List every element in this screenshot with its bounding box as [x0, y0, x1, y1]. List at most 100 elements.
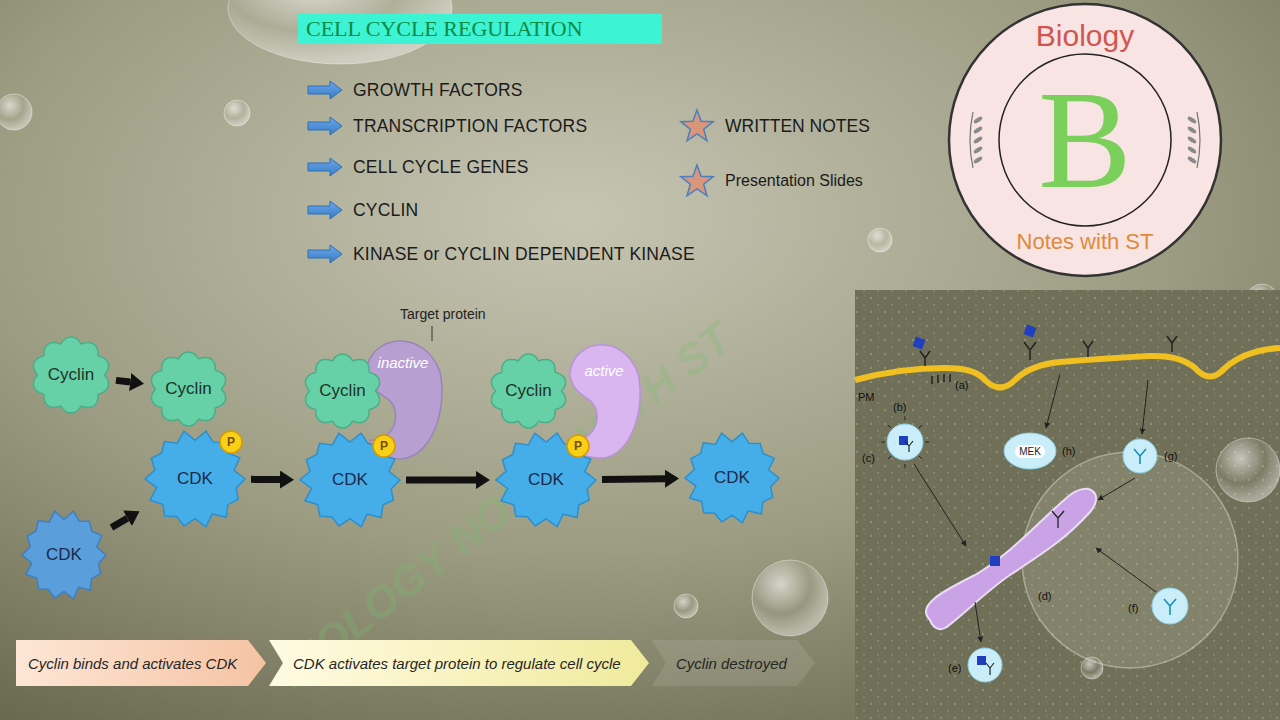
flow-arrow [251, 476, 280, 483]
leaf [1187, 135, 1197, 144]
vesicle-spikes [881, 416, 929, 468]
list-item: CYCLIN [353, 200, 418, 220]
phosphate-dot: P [372, 434, 396, 458]
cell-texture [855, 290, 1280, 720]
bullet-arrow [308, 245, 342, 263]
callout-letter: (h) [1062, 445, 1075, 458]
leaf [1187, 155, 1197, 164]
node-text: MEK [1015, 445, 1045, 458]
vesicle [887, 424, 923, 460]
slide-title: CELL CYCLE REGULATION [298, 14, 662, 44]
leaf [973, 155, 983, 164]
pathway-arrow [975, 602, 981, 642]
vesicle-e [968, 648, 1002, 682]
pathway-arrow [914, 464, 966, 546]
node-text: CDK [714, 468, 750, 488]
bullet-arrow [308, 117, 342, 135]
pathway-arrow [1098, 478, 1135, 500]
node-text: P [574, 439, 582, 453]
laurel-sprig [1187, 112, 1200, 168]
cdk-shape [22, 511, 106, 599]
cdk-blob: CDK [20, 508, 108, 602]
receptor [1134, 449, 1146, 464]
flow-arrow [406, 477, 476, 484]
node-text: Cyclin destroyed [652, 655, 787, 672]
cell-label: PM [858, 391, 875, 404]
cdk-shape [496, 433, 596, 527]
step-chevron: Cyclin destroyed [652, 640, 815, 686]
sprig-stem [970, 112, 973, 168]
cyclin-shape [151, 352, 225, 426]
node-text: Cyclin [48, 365, 94, 385]
bubble [224, 100, 250, 126]
step-chevron: CDK activates target protein to regulate… [269, 640, 649, 686]
bubble [0, 94, 32, 130]
node-text: Cyclin [319, 381, 365, 401]
pathway-arrow [1046, 374, 1060, 428]
leaf [973, 115, 983, 124]
cyclin-shape [491, 354, 565, 428]
callout-letter: (c) [862, 452, 875, 465]
receptor [1024, 342, 1036, 360]
cdk-blob: CDK [683, 430, 781, 526]
receptor [1167, 336, 1177, 352]
logo-text: Notes with ST [947, 229, 1223, 255]
cyclin-shape [33, 337, 108, 413]
node-text: Cyclin [165, 379, 211, 399]
bubble [752, 560, 828, 636]
receptor [1052, 511, 1064, 528]
ligand [990, 556, 1000, 566]
vesicle-shape [1004, 433, 1056, 469]
node-text: P [227, 435, 235, 449]
receptor [1164, 599, 1176, 615]
leaf [1187, 145, 1197, 154]
sprig-stem [1197, 112, 1200, 168]
node-text: CDK [46, 545, 82, 565]
callout-label: Target protein [400, 306, 486, 323]
star-note: Presentation Slides [725, 172, 863, 190]
chevron-shape [652, 640, 815, 686]
cdk-shape [145, 431, 245, 527]
list-item: TRANSCRIPTION FACTORS [353, 116, 587, 136]
bubble [868, 228, 892, 252]
node-text: inactive [378, 354, 429, 371]
vesicle [1123, 439, 1157, 473]
phosphate-circle [373, 435, 395, 457]
bullet-arrow [308, 201, 342, 219]
node-text: Cyclin [505, 381, 551, 401]
list-item: CELL CYCLE GENES [353, 157, 529, 177]
chevron-shape [269, 640, 649, 686]
cdk-blob: PCDK [298, 430, 402, 530]
cdk-shape [685, 433, 779, 523]
cell-panel [855, 290, 1280, 720]
vesicle-b [881, 416, 929, 468]
nucleus [1022, 452, 1238, 668]
cdk-blob: PCDK [494, 430, 598, 530]
callout-letter: (a) [955, 379, 968, 392]
cdk-shape [300, 433, 400, 527]
cyclin-shape [305, 354, 379, 428]
cdk-blob: PCDK [143, 428, 247, 530]
logo-text: Biology [947, 19, 1223, 53]
phosphate-circle [220, 431, 242, 453]
bullet-arrow [308, 158, 342, 176]
pathway-arrow [1142, 380, 1148, 434]
phosphate-dot: P [219, 430, 243, 454]
node-text: active [584, 362, 623, 379]
phosphate-dot: P [566, 434, 590, 458]
pathway-arrows [914, 374, 1156, 642]
logo-text: B [947, 70, 1223, 210]
list-arrows [308, 81, 342, 263]
leader-line [432, 326, 433, 341]
node-text: P [380, 439, 388, 453]
receptor [920, 351, 930, 366]
vesicle [1152, 588, 1188, 624]
laurel-sprig [970, 112, 983, 168]
star-icon [681, 165, 713, 196]
flow-arrow [116, 380, 130, 382]
leaf [973, 145, 983, 154]
list-item: KINASE or CYCLIN DEPENDENT KINASE [353, 244, 695, 264]
list-item: GROWTH FACTORS [353, 80, 523, 100]
chevron-shape [16, 640, 266, 686]
